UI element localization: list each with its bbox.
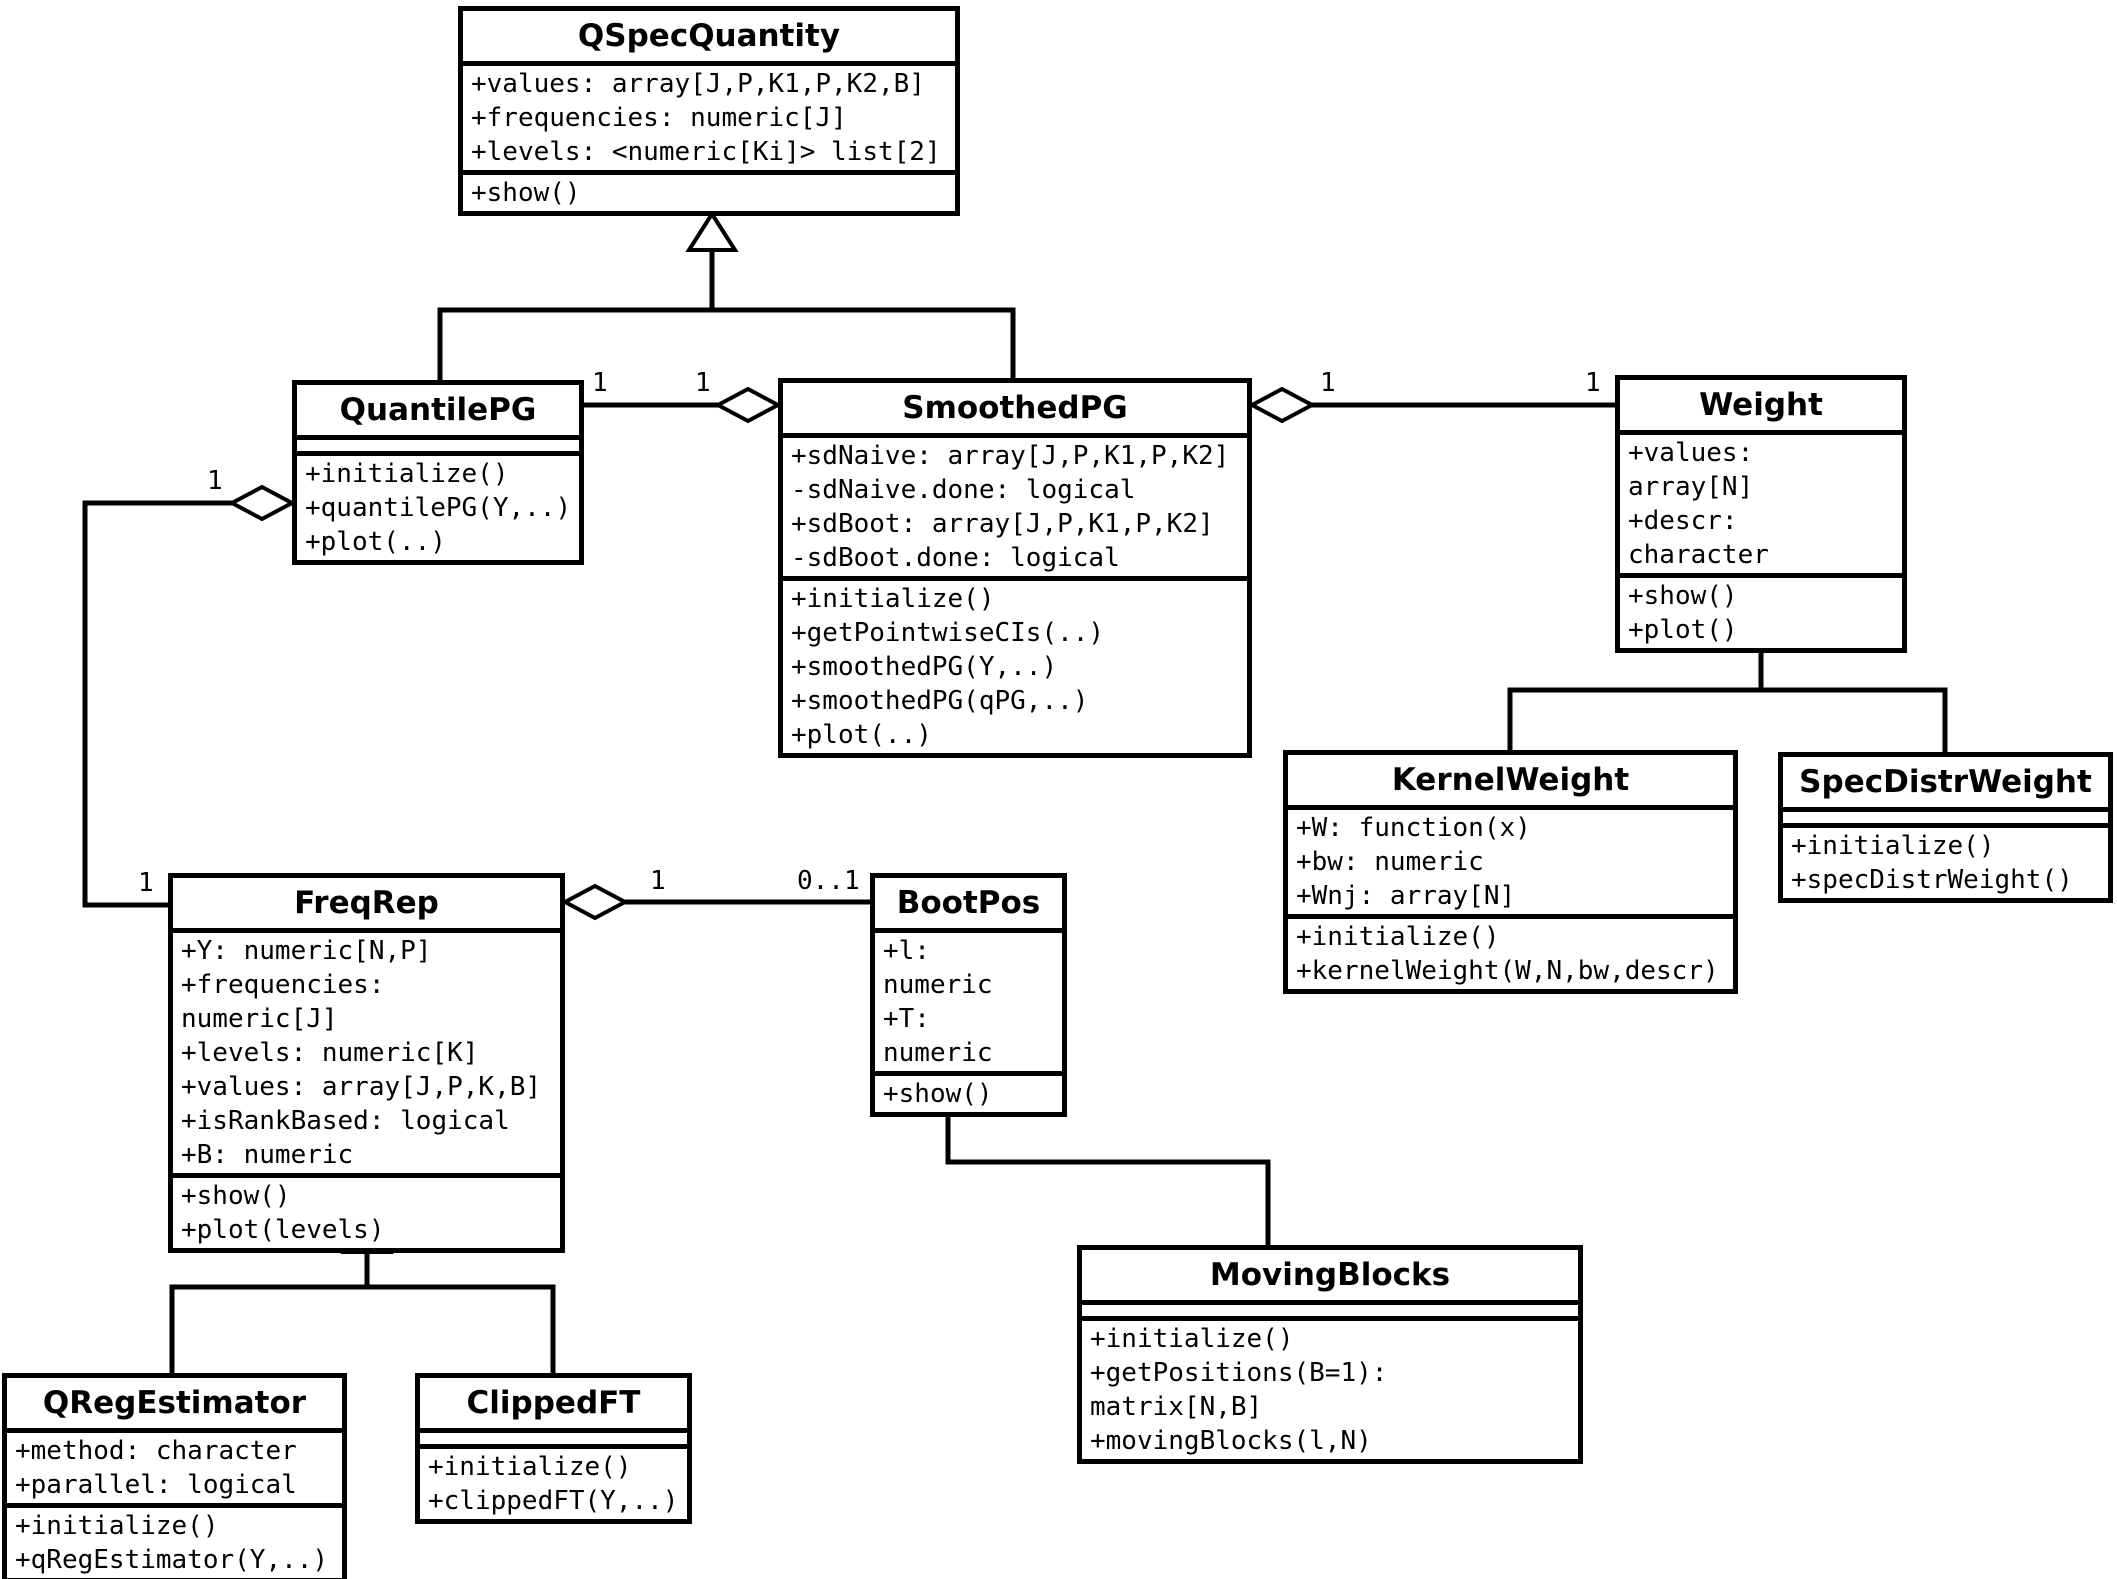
- class-attributes: +method: character +parallel: logical: [7, 1428, 342, 1503]
- multiplicity-label: 1: [650, 866, 666, 896]
- class-methods: +show(): [875, 1071, 1062, 1112]
- generalization-line-to-bootpos: [945, 1084, 1271, 1245]
- class-name: SpecDistrWeight: [1799, 764, 2092, 800]
- multiplicity-label: 1: [207, 466, 223, 496]
- class-name: BootPos: [896, 885, 1041, 921]
- generalization-arrowhead-qspecquantity: [685, 210, 739, 252]
- class-methods: +show(): [463, 170, 955, 211]
- multiplicity-label: 1: [1585, 368, 1601, 398]
- class-attributes: +values: array[N] +descr: character: [1620, 430, 1902, 573]
- class-name: Weight: [1699, 387, 1823, 423]
- class-name: ClippedFT: [466, 1385, 641, 1421]
- class-name: QuantilePG: [339, 392, 537, 428]
- class-name: SmoothedPG: [902, 390, 1128, 426]
- class-methods: +initialize() +getPointwiseCIs(..) +smoo…: [783, 576, 1247, 753]
- class-methods: +show() +plot(levels): [173, 1173, 560, 1248]
- class-attributes: [297, 435, 579, 451]
- class-box-freqrep: FreqRep +Y: numeric[N,P] +frequencies: n…: [168, 873, 565, 1253]
- generalization-line-to-qspecquantity: [437, 250, 1016, 380]
- class-name: MovingBlocks: [1209, 1257, 1451, 1293]
- class-box-kernelweight: KernelWeight +W: function(x) +bw: numeri…: [1283, 750, 1738, 994]
- class-name: FreqRep: [294, 885, 439, 921]
- class-methods: +initialize() +qRegEstimator(Y,..): [7, 1503, 342, 1578]
- class-attributes: +W: function(x) +bw: numeric +Wnj: array…: [1288, 805, 1733, 914]
- class-box-quantilepg: QuantilePG +initialize() +quantilePG(Y,.…: [292, 380, 584, 565]
- multiplicity-label: 1: [592, 368, 608, 398]
- class-box-bootpos: BootPos +l: numeric +T: numeric +show(): [870, 873, 1067, 1117]
- multiplicity-label: 1: [695, 368, 711, 398]
- class-box-weight: Weight +values: array[N] +descr: charact…: [1615, 375, 1907, 653]
- class-name: QRegEstimator: [42, 1385, 307, 1421]
- multiplicity-label: 0..1: [797, 866, 860, 896]
- class-methods: +initialize() +specDistrWeight(): [1783, 823, 2108, 898]
- class-methods: +initialize() +quantilePG(Y,..) +plot(..…: [297, 451, 579, 560]
- class-attributes: +sdNaive: array[J,P,K1,P,K2] -sdNaive.do…: [783, 433, 1247, 576]
- class-attributes: +l: numeric +T: numeric: [875, 928, 1062, 1071]
- class-box-specdistrweight: SpecDistrWeight +initialize() +specDistr…: [1778, 752, 2113, 903]
- aggregation-diamond-quantilepg-left: [227, 484, 297, 522]
- class-box-movingblocks: MovingBlocks +initialize() +getPositions…: [1077, 1245, 1583, 1464]
- class-methods: +initialize() +clippedFT(Y,..): [420, 1444, 687, 1519]
- class-box-qregestimator: QRegEstimator +method: character +parall…: [2, 1373, 347, 1579]
- class-attributes: +values: array[J,P,K1,P,K2,B] +frequenci…: [463, 61, 955, 170]
- aggregation-diamond-smoothedpg-right: [1247, 386, 1317, 424]
- class-box-smoothedpg: SmoothedPG +sdNaive: array[J,P,K1,P,K2] …: [778, 378, 1252, 758]
- class-methods: +initialize() +kernelWeight(W,N,bw,descr…: [1288, 914, 1733, 989]
- class-methods: +initialize() +getPositions(B=1): matrix…: [1082, 1316, 1578, 1459]
- class-attributes: [1082, 1300, 1578, 1316]
- multiplicity-label: 1: [138, 868, 154, 898]
- class-name: QSpecQuantity: [577, 18, 841, 54]
- aggregation-diamond-smoothedpg-left: [713, 386, 783, 424]
- generalization-line-to-freqrep: [169, 1252, 556, 1373]
- aggregation-line-quantilepg-freqrep: [82, 500, 234, 908]
- aggregation-diamond-freqrep-right: [560, 883, 630, 921]
- class-attributes: +Y: numeric[N,P] +frequencies: numeric[J…: [173, 928, 560, 1173]
- class-box-qspecquantity: QSpecQuantity +values: array[J,P,K1,P,K2…: [458, 6, 960, 216]
- class-attributes: [420, 1428, 687, 1444]
- class-methods: +show() +plot(): [1620, 573, 1902, 648]
- class-attributes: [1783, 807, 2108, 823]
- multiplicity-label: 1: [1320, 368, 1336, 398]
- class-name: KernelWeight: [1391, 762, 1630, 798]
- class-box-clippedft: ClippedFT +initialize() +clippedFT(Y,..): [415, 1373, 692, 1524]
